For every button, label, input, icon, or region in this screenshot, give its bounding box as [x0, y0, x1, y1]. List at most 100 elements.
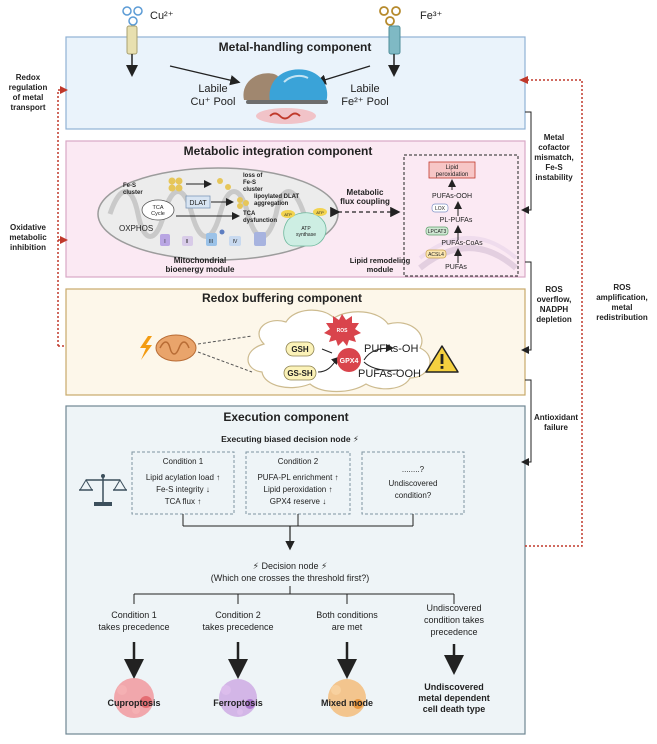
- fe-ion-label: Fe³⁺: [420, 10, 443, 22]
- fes-cluster-label-2: cluster: [123, 190, 143, 196]
- dlat-label: DLAT: [189, 200, 207, 207]
- labile-pool-icon: [243, 69, 328, 124]
- left-label-1-line-2: regulation: [9, 83, 48, 92]
- tca-dysfunction-label-2: dysfunction: [243, 218, 277, 224]
- outcome-2-result: Ferroptosis: [213, 698, 263, 708]
- condition-3-line-1: Undiscovered: [389, 479, 438, 488]
- cu-pool-label-1: Labile: [198, 83, 227, 95]
- lipid-pufas: PUFAs: [445, 264, 467, 271]
- atp-synthase-label-2: synthase: [296, 232, 316, 238]
- stressed-mitochondrion-icon: [155, 334, 197, 362]
- fe-pool-label-2: Fe²⁺ Pool: [341, 96, 388, 108]
- condition-1-title: Condition 1: [163, 457, 204, 466]
- condition-1-line-1: Lipid acylation load ↑: [146, 473, 220, 482]
- lox-enzyme-badge: [431, 203, 449, 213]
- left-label-1-line-4: transport: [10, 103, 45, 112]
- gssh-label: GS-SH: [287, 369, 313, 378]
- lox-label: LOX: [435, 206, 446, 212]
- outcome-1-line-2: takes precedence: [98, 622, 169, 632]
- loss-fes-label-3: cluster: [243, 187, 263, 193]
- condition-2-line-3: GPX4 reserve ↓: [270, 497, 326, 506]
- gpx4-node: [337, 348, 361, 372]
- callout-line-top: [197, 335, 253, 345]
- decision-branch-connector: [133, 586, 455, 604]
- balance-scale-icon: [79, 474, 127, 506]
- condition-3-line-2: condition?: [395, 491, 432, 500]
- lpcat3-label: LPCAT3: [428, 229, 447, 235]
- right-label-2-line-2: overflow,: [537, 295, 572, 304]
- cu-to-pool-arrow: [169, 65, 241, 86]
- far-right-feedback-line: [525, 79, 583, 547]
- outcome-1-line-1: Condition 1: [111, 610, 157, 620]
- mixed-mode-cell-icon: [328, 679, 366, 717]
- etc-complexes-icon: I II III IV: [160, 229, 266, 246]
- right-label-3-line-2: failure: [544, 423, 569, 432]
- lipid-module-label-2: module: [367, 265, 394, 274]
- lipid-pufas-ooh: PUFAs-OOH: [432, 193, 472, 200]
- outcome-3-result: Mixed mode: [321, 698, 373, 708]
- metabolic-title: Metabolic integration component: [184, 144, 373, 158]
- lipid-module-label-1: Lipid remodeling: [350, 256, 411, 265]
- outcome-2-line-2: takes precedence: [202, 622, 273, 632]
- outcome-1-result: Cuproptosis: [108, 698, 161, 708]
- right-label-1-line-1: Metal: [544, 133, 564, 142]
- fe-pool-label-1: Labile: [350, 83, 379, 95]
- gpx4-label: GPX4: [340, 358, 359, 365]
- right-label-3-line-1: Antioxidant: [534, 413, 578, 422]
- cu-transporter-icon: [126, 25, 138, 55]
- cu-pool-label-2: Cu⁺ Pool: [191, 96, 236, 108]
- condition-merge-connector: [182, 514, 414, 551]
- dlat-aggregate-icon: [237, 197, 249, 209]
- lipid-pl-pufas: PL-PUFAs: [440, 217, 473, 224]
- condition-1-line-2: Fe-S integrity ↓: [156, 485, 210, 494]
- outcome-3-line-2: are met: [332, 622, 363, 632]
- left-label-1-line-3: of metal: [13, 93, 44, 102]
- ferroptosis-cell-icon: [219, 679, 257, 717]
- execution-subtitle: Executing biased decision node ⚡: [221, 434, 359, 444]
- damaged-fes-icon: [217, 178, 231, 190]
- ros-burst-icon: [324, 314, 361, 346]
- fes-cluster-icon: [168, 177, 183, 192]
- right-label-1-line-5: instability: [535, 173, 573, 182]
- right-connector-2: [525, 261, 532, 351]
- mito-module-label-1: Mitochondrial: [174, 256, 226, 265]
- outcome-4-result-3: cell death type: [423, 704, 486, 714]
- outcome-4-line-3: precedence: [430, 627, 477, 637]
- outcome-4-line-2: condition takes: [424, 615, 485, 625]
- right-connector-3: [525, 379, 532, 463]
- far-right-feedback-arrow: [519, 76, 528, 84]
- loss-fes-label-2: Fe-S: [243, 180, 256, 186]
- gsh-label: GSH: [291, 345, 309, 354]
- left-feedback-arrow-middle: [60, 236, 68, 244]
- outcome-2-line-1: Condition 2: [215, 610, 261, 620]
- gsh-badge: [285, 341, 315, 357]
- lipoylated-label-1: lipoylated DLAT: [254, 194, 300, 200]
- gsh-link-line: [321, 348, 333, 354]
- cu-ions-icon: [122, 6, 143, 26]
- complex-iv-label: IV: [233, 239, 238, 245]
- tca-dysfunction-label-1: TCA: [243, 211, 256, 217]
- flux-coupling-label-1: Metabolic: [347, 188, 384, 197]
- tca-cycle-label-1: TCA: [153, 205, 164, 211]
- complex-i-label: I: [164, 239, 165, 245]
- condition-3-box: [361, 451, 465, 515]
- fes-cluster-label-1: Fe-S: [123, 183, 136, 189]
- condition-1-line-3: TCA flux ↑: [165, 497, 201, 506]
- atp-synthase-label-1: ATP: [301, 226, 311, 232]
- far-right-label-line-4: redistribution: [596, 313, 648, 322]
- atp-label-1: ATP: [284, 212, 292, 217]
- condition-2-title: Condition 2: [278, 457, 319, 466]
- complex-ii-label: II: [186, 239, 189, 245]
- decision-node-question: (Which one crosses the threshold first?): [211, 573, 370, 583]
- ros-label: ROS: [337, 328, 349, 334]
- right-label-2-line-4: depletion: [536, 315, 572, 324]
- condition-2-line-2: Lipid peroxidation ↑: [264, 485, 333, 494]
- left-label-2-line-1: Oxidative: [10, 223, 47, 232]
- cu-ion-label: Cu²⁺: [150, 10, 174, 22]
- far-right-label-line-3: metal: [612, 303, 633, 312]
- warning-icon: [425, 345, 459, 373]
- gssh-badge: [283, 365, 317, 381]
- left-feedback-arrow-top: [60, 86, 68, 94]
- acsl4-label: ACSL4: [428, 252, 444, 258]
